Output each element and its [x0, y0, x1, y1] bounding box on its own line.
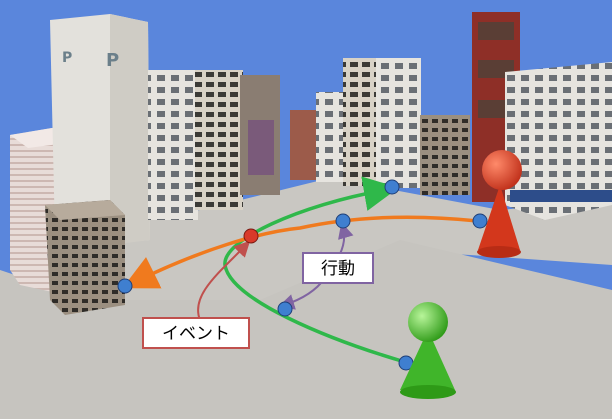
building-right-white	[505, 62, 612, 220]
orange-path	[122, 215, 479, 289]
building-signage	[248, 120, 274, 175]
event-callout-arrow	[197, 240, 251, 321]
event-node	[243, 228, 259, 244]
svg-text:P: P	[106, 50, 119, 71]
event-label: イベント	[142, 317, 250, 349]
building-mid-4	[290, 110, 318, 180]
path-node-red-pawn	[472, 213, 488, 229]
red-pawn	[477, 150, 522, 258]
building-small-brown	[45, 200, 125, 315]
building-mid-8	[420, 115, 470, 195]
path-node-top	[384, 179, 400, 195]
action-label-text: 行動	[321, 259, 355, 279]
building-mid-6	[343, 58, 378, 186]
svg-text:P: P	[62, 50, 72, 66]
ground-plane-front	[0, 240, 612, 419]
event-label-text: イベント	[162, 324, 230, 344]
path-node-middle	[335, 213, 351, 229]
action-label: 行動	[302, 252, 374, 284]
building-mid-7	[376, 58, 421, 188]
path-node-left	[117, 278, 133, 294]
building-parking-tower: P P	[50, 14, 150, 245]
path-node-lower	[277, 301, 293, 317]
green-pawn	[400, 302, 456, 399]
building-mid-1	[148, 70, 198, 220]
building-mid-5	[316, 92, 346, 182]
building-mid-2	[195, 70, 243, 210]
